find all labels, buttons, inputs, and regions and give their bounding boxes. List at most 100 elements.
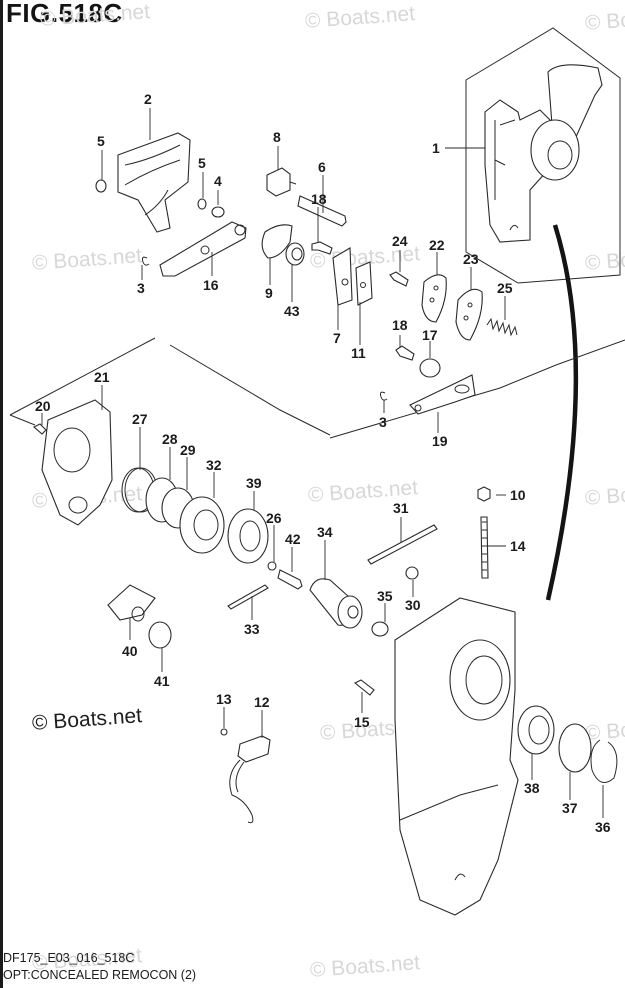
part-1-remote-control-assembly[interactable] xyxy=(484,64,603,243)
callout-6: 6 xyxy=(318,159,326,175)
callout-19: 19 xyxy=(432,433,448,449)
callout-35: 35 xyxy=(377,588,393,604)
callout-33: 33 xyxy=(244,621,260,637)
callout-39: 39 xyxy=(246,475,262,491)
part-37-washer[interactable] xyxy=(558,723,592,773)
upper-frame-line xyxy=(9,414,36,426)
part-33-pin[interactable] xyxy=(227,584,269,610)
part-16-link-arm[interactable] xyxy=(159,221,247,277)
part-34-gear-shaft[interactable] xyxy=(309,578,363,629)
part-6-shaft[interactable] xyxy=(297,195,347,227)
part-35-collar[interactable] xyxy=(371,621,389,637)
part-17-washer[interactable] xyxy=(419,358,441,378)
callout-2: 2 xyxy=(144,91,152,107)
part-23-plate[interactable] xyxy=(455,288,483,341)
upper-frame-line xyxy=(169,344,331,436)
main-housing xyxy=(394,597,519,916)
part-13-screw[interactable] xyxy=(220,728,228,736)
part-21-housing-plate[interactable] xyxy=(41,399,113,526)
callout-3: 3 xyxy=(379,414,387,430)
callout-17: 17 xyxy=(422,327,438,343)
part-5-bushing[interactable] xyxy=(95,179,107,193)
part-20-screw[interactable] xyxy=(33,423,47,435)
part-22-plate[interactable] xyxy=(421,274,447,323)
callout-36: 36 xyxy=(595,819,611,835)
part-40-bracket[interactable] xyxy=(107,584,156,622)
callout-41: 41 xyxy=(154,673,170,689)
upper-frame-line xyxy=(329,364,557,439)
callout-20: 20 xyxy=(35,398,51,414)
part-4-washer[interactable] xyxy=(211,206,225,218)
part-2-cover-plate[interactable] xyxy=(117,132,191,233)
part-3-e-clip[interactable] xyxy=(142,256,150,266)
figure-code: DF175_E03_016_518C xyxy=(3,951,135,965)
callout-16: 16 xyxy=(203,277,219,293)
part-9-cam-plate[interactable] xyxy=(261,224,293,259)
callout-34: 34 xyxy=(317,524,333,540)
part-39-washer[interactable] xyxy=(227,508,269,564)
callout-37: 37 xyxy=(562,800,578,816)
callout-24: 24 xyxy=(392,233,408,249)
callout-23: 23 xyxy=(463,251,479,267)
callout-30: 30 xyxy=(405,597,421,613)
leader-lines xyxy=(41,108,604,818)
callout-43: 43 xyxy=(284,303,300,319)
callout-5: 5 xyxy=(198,155,206,171)
left-border xyxy=(0,0,3,988)
part-19-lever[interactable] xyxy=(409,374,476,415)
part-36-circlip[interactable] xyxy=(590,739,618,783)
callout-18: 18 xyxy=(392,317,408,333)
callout-22: 22 xyxy=(429,237,445,253)
assembly-arrow xyxy=(545,224,579,601)
callout-18: 18 xyxy=(311,191,327,207)
part-38-seal[interactable] xyxy=(517,705,555,755)
part-41-collar[interactable] xyxy=(148,621,172,649)
callout-32: 32 xyxy=(206,457,222,473)
part-31-rod[interactable] xyxy=(367,524,438,565)
part-30-ball[interactable] xyxy=(405,566,419,580)
part-25-spring[interactable] xyxy=(486,317,518,337)
part-11-plate[interactable] xyxy=(355,261,373,306)
part-42-pin[interactable] xyxy=(277,569,303,590)
callout-40: 40 xyxy=(122,643,138,659)
part-26-screw[interactable] xyxy=(267,561,277,571)
callout-15: 15 xyxy=(354,714,370,730)
part-24-screw[interactable] xyxy=(389,271,409,287)
callout-25: 25 xyxy=(497,280,513,296)
callout-38: 38 xyxy=(524,780,540,796)
callout-4: 4 xyxy=(214,173,222,189)
part-18-bolt[interactable] xyxy=(395,345,415,361)
callout-10: 10 xyxy=(510,487,526,503)
callout-1: 1 xyxy=(432,140,440,156)
part-15-bolt[interactable] xyxy=(353,679,375,696)
callout-26: 26 xyxy=(266,510,282,526)
callout-9: 9 xyxy=(265,285,273,301)
part-8-block[interactable] xyxy=(266,167,297,197)
part-3-e-clip[interactable] xyxy=(380,391,388,401)
callout-labels: 1 2 3 3 4 5 5 6 7 8 9 10 11 12 13 14 15 … xyxy=(35,91,611,835)
callout-5: 5 xyxy=(97,133,105,149)
figure-description: OPT:CONCEALED REMOCON (2) xyxy=(3,968,197,982)
figure-title: FIG.518C xyxy=(6,0,123,28)
part-10-nut[interactable] xyxy=(477,486,491,502)
callout-3: 3 xyxy=(137,280,145,296)
callout-7: 7 xyxy=(333,330,341,346)
callout-27: 27 xyxy=(132,411,148,427)
callout-11: 11 xyxy=(351,345,366,361)
callout-31: 31 xyxy=(393,500,409,516)
part-14-stud-bolt[interactable] xyxy=(480,516,489,579)
callout-42: 42 xyxy=(285,531,301,547)
part-43-bushing[interactable] xyxy=(285,242,305,266)
part-32-gear-ring[interactable] xyxy=(179,496,225,554)
part-7-plate[interactable] xyxy=(332,247,353,306)
upper-frame-line xyxy=(555,339,625,366)
callout-8: 8 xyxy=(273,129,281,145)
callout-28: 28 xyxy=(162,431,178,447)
callout-21: 21 xyxy=(94,369,110,385)
part-18-bolt[interactable] xyxy=(311,241,333,255)
part-12-switch-connector[interactable] xyxy=(229,735,271,824)
part-5-bushing[interactable] xyxy=(197,198,207,210)
assembly-1-frame xyxy=(465,27,621,284)
upper-frame-line xyxy=(9,337,156,416)
